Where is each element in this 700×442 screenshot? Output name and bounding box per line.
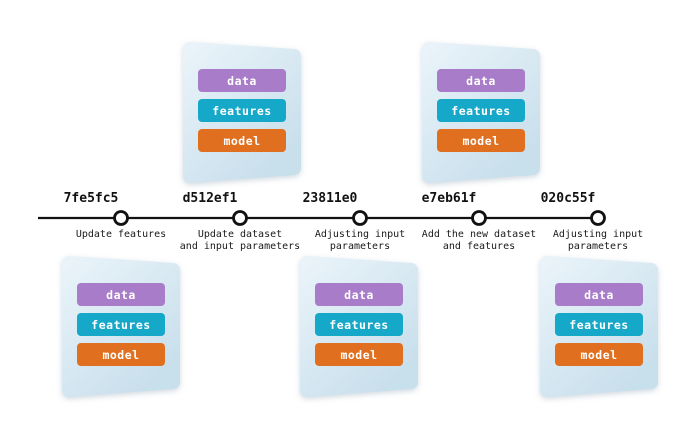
snapshot-card: data features model xyxy=(62,256,180,398)
badge-label: model xyxy=(462,133,500,148)
commit-caption: Update features xyxy=(46,229,196,241)
badge-label: features xyxy=(212,103,272,118)
commit-node-2 xyxy=(232,210,248,226)
caption-line: Update features xyxy=(75,229,167,240)
data-badge: data xyxy=(77,283,165,306)
badge-stack: data features model xyxy=(540,256,658,366)
data-badge: data xyxy=(437,69,525,92)
commit-hash: 23811e0 xyxy=(302,191,358,206)
badge-stack: data features model xyxy=(62,256,180,366)
badge-stack: data features model xyxy=(183,42,301,152)
commit-hash: e7eb61f xyxy=(421,191,477,206)
badge-label: model xyxy=(102,347,140,362)
caption-line: and input parameters xyxy=(179,241,301,252)
commit-caption: Add the new dataset and features xyxy=(404,229,554,253)
badge-stack: data features model xyxy=(422,42,540,152)
features-badge: features xyxy=(77,313,165,336)
model-badge: model xyxy=(198,129,286,152)
badge-label: data xyxy=(584,287,614,302)
badge-label: features xyxy=(329,317,389,332)
commit-node-5 xyxy=(590,210,606,226)
snapshot-card: data features model xyxy=(422,42,540,184)
caption-line: parameters xyxy=(329,241,391,252)
caption-line: Adjusting input xyxy=(314,229,406,240)
model-badge: model xyxy=(437,129,525,152)
commit-caption: Adjusting input parameters xyxy=(285,229,435,253)
caption-line: parameters xyxy=(567,241,629,252)
snapshot-card: data features model xyxy=(183,42,301,184)
data-badge: data xyxy=(315,283,403,306)
caption-line: and features xyxy=(442,241,516,252)
data-badge: data xyxy=(198,69,286,92)
badge-label: data xyxy=(344,287,374,302)
caption-line: Adjusting input xyxy=(552,229,644,240)
snapshot-card: data features model xyxy=(300,256,418,398)
commit-timeline xyxy=(38,210,606,226)
commit-node-4 xyxy=(471,210,487,226)
badge-label: model xyxy=(340,347,378,362)
badge-label: model xyxy=(223,133,261,148)
commit-hash: d512ef1 xyxy=(182,191,238,206)
commit-caption: Adjusting input parameters xyxy=(523,229,673,253)
badge-label: features xyxy=(91,317,151,332)
features-badge: features xyxy=(315,313,403,336)
caption-line: Add the new dataset xyxy=(421,229,537,240)
features-badge: features xyxy=(437,99,525,122)
commit-node-3 xyxy=(352,210,368,226)
badge-label: data xyxy=(227,73,257,88)
model-badge: model xyxy=(77,343,165,366)
features-badge: features xyxy=(198,99,286,122)
badge-label: data xyxy=(466,73,496,88)
features-badge: features xyxy=(555,313,643,336)
data-badge: data xyxy=(555,283,643,306)
badge-stack: data features model xyxy=(300,256,418,366)
snapshot-card: data features model xyxy=(540,256,658,398)
badge-label: features xyxy=(569,317,629,332)
commit-hash: 020c55f xyxy=(540,191,596,206)
model-badge: model xyxy=(315,343,403,366)
commit-node-1 xyxy=(113,210,129,226)
commit-hash: 7fe5fc5 xyxy=(63,191,119,206)
model-badge: model xyxy=(555,343,643,366)
caption-line: Update dataset xyxy=(197,229,283,240)
badge-label: features xyxy=(451,103,511,118)
badge-label: data xyxy=(106,287,136,302)
commit-caption: Update dataset and input parameters xyxy=(165,229,315,253)
badge-label: model xyxy=(580,347,618,362)
